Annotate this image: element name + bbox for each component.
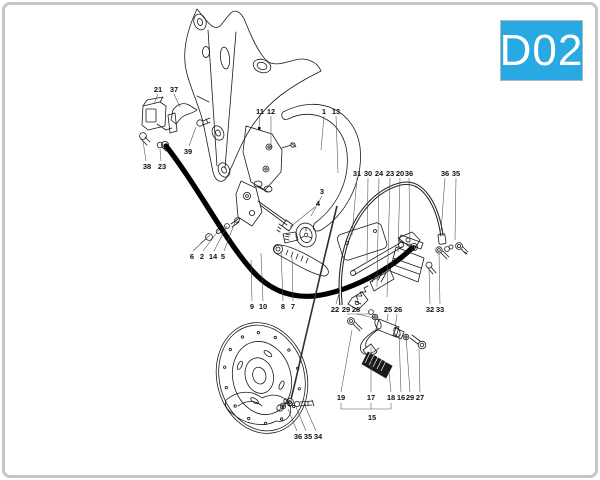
callout-leader-25 <box>386 313 389 322</box>
heel-guard-drawing <box>242 125 297 191</box>
callout-30: 30 <box>364 169 372 178</box>
callout-leader-35 <box>454 177 457 241</box>
callout-leader-9 <box>250 259 253 302</box>
callout-34: 34 <box>314 432 323 441</box>
callout-leader-23 <box>386 177 391 298</box>
callout-leader-30 <box>366 177 369 262</box>
callout-32: 32 <box>426 305 434 314</box>
callout-13: 13 <box>332 107 340 116</box>
callout-leader-35 <box>295 406 307 432</box>
page-code-badge: D02 <box>500 20 583 81</box>
callout-leader-11 <box>258 115 261 128</box>
callout-leader-38 <box>142 140 147 162</box>
callout-3: 3 <box>320 187 324 196</box>
rear-hose-drawing <box>338 181 469 306</box>
page-code-label: D02 <box>499 25 584 75</box>
frame-bracket-drawing <box>184 8 322 182</box>
callout-leader-14 <box>213 225 228 252</box>
callout-leader-37 <box>173 93 181 108</box>
callout-28: 28 <box>352 305 360 314</box>
callout-leader-2 <box>202 229 220 252</box>
callout-leader-36 <box>287 408 298 432</box>
callout-29: 29 <box>406 393 414 402</box>
callout-leader-36 <box>440 177 446 232</box>
callout-leader-36 <box>408 177 411 247</box>
callout-12: 12 <box>267 107 275 116</box>
callout-19: 19 <box>337 393 345 402</box>
callout-16: 16 <box>397 393 405 402</box>
callout-18: 18 <box>387 393 395 402</box>
callout-leader-5 <box>223 221 236 252</box>
callout-35: 35 <box>452 169 460 178</box>
callout-35: 35 <box>304 432 312 441</box>
callout-21: 21 <box>154 85 162 94</box>
callout-24: 24 <box>375 169 384 178</box>
callout-leader-8 <box>280 250 284 302</box>
disc-drill-holes <box>223 330 301 425</box>
callout-15: 15 <box>368 413 376 422</box>
callout-leader-28 <box>356 313 375 319</box>
callout-leader-3 <box>310 195 323 217</box>
callout-leader-26 <box>394 313 398 330</box>
callout-36: 36 <box>405 169 413 178</box>
callout-4: 4 <box>316 199 321 208</box>
callout-9: 9 <box>250 302 254 311</box>
callout-leader-16 <box>398 333 402 393</box>
disc-guard-drawing <box>281 103 361 232</box>
callout-6: 6 <box>190 252 194 261</box>
callout-leader-39 <box>188 126 197 147</box>
callout-23: 23 <box>386 169 394 178</box>
callout-26: 26 <box>394 305 402 314</box>
callout-33: 33 <box>436 305 444 314</box>
callout-7: 7 <box>291 302 295 311</box>
callout-leader-24 <box>376 177 380 288</box>
callout-27: 27 <box>416 393 424 402</box>
callout-37: 37 <box>170 85 178 94</box>
callout-2: 2 <box>200 252 204 261</box>
callout-leader-22 <box>335 289 341 305</box>
callout-leader-33 <box>438 252 441 305</box>
callout-8: 8 <box>281 302 285 311</box>
callout-leader-13 <box>335 115 339 174</box>
callout-leader-7 <box>291 256 294 302</box>
callout-25: 25 <box>384 305 392 314</box>
callout-11: 11 <box>256 107 264 116</box>
leader-dot <box>258 127 261 130</box>
callout-leader-23 <box>159 148 162 162</box>
callout-14: 14 <box>209 252 218 261</box>
callout-leader-34 <box>304 405 317 432</box>
callout-29: 29 <box>342 305 350 314</box>
callout-leader-27 <box>418 348 421 393</box>
callout-leader-32 <box>428 267 431 305</box>
callout-36: 36 <box>441 169 449 178</box>
callout-leader-18 <box>388 371 392 393</box>
callout-leader-19 <box>340 329 353 393</box>
callout-31: 31 <box>353 169 361 178</box>
callout-23: 23 <box>158 162 166 171</box>
callout-leader-10 <box>260 252 264 302</box>
callout-leader-31 <box>351 177 358 236</box>
callout-leader-6 <box>192 234 211 252</box>
callout-10: 10 <box>259 302 267 311</box>
callout-leader-4 <box>289 206 316 228</box>
master-cylinder-drawing <box>337 222 450 321</box>
callout-22: 22 <box>331 305 339 314</box>
callout-leader-29 <box>405 335 411 393</box>
callout-39: 39 <box>184 147 192 156</box>
callout-20: 20 <box>396 169 404 178</box>
callout-5: 5 <box>221 252 225 261</box>
pedal-lever-drawing <box>347 317 427 379</box>
reservoir-assembly-drawing <box>139 96 211 152</box>
callout-leader-21 <box>153 93 159 105</box>
callout-17: 17 <box>367 393 375 402</box>
callout-36: 36 <box>294 432 302 441</box>
callout-leader-1 <box>320 115 325 151</box>
brake-disc-drawing <box>215 322 315 434</box>
callout-38: 38 <box>143 162 151 171</box>
callout-1: 1 <box>322 107 326 116</box>
callout-leader-20 <box>397 177 401 253</box>
